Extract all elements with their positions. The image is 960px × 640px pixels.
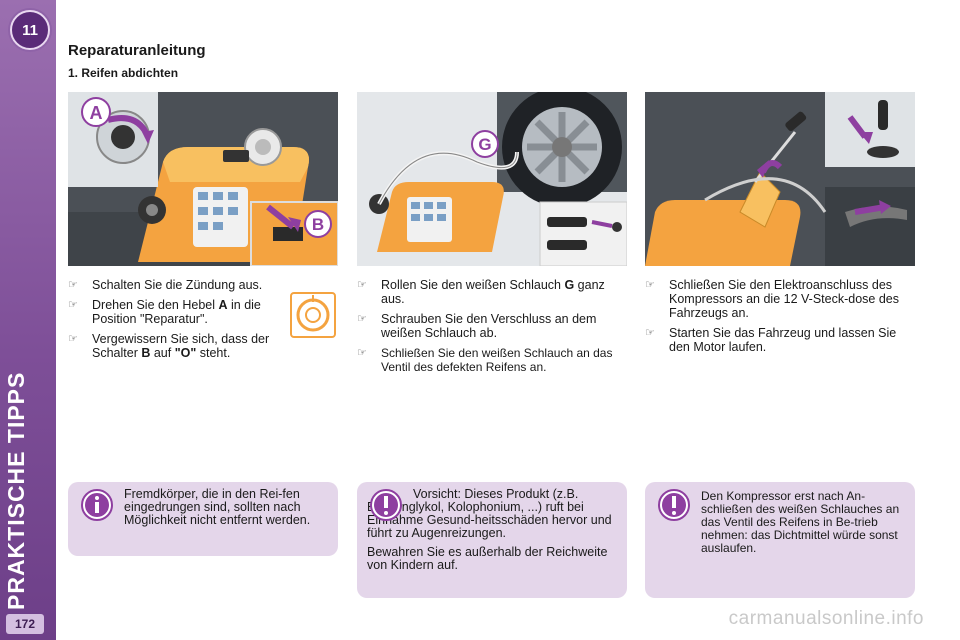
page-subtitle: 1. Reifen abdichten [68, 66, 179, 80]
warning-icon [657, 488, 691, 525]
step-item: ☞Rollen Sie den weißen Schlauch G ganz a… [357, 278, 605, 306]
hose-wheel-illustration-g: G [357, 92, 627, 266]
info-note: Fremdkörper, die in den Rei-fen eingedru… [68, 482, 338, 556]
warning-note-substance: Vorsicht: Dieses Produkt (z.B. Ethylengl… [357, 482, 627, 598]
warning-note-compressor: Den Kompressor erst nach An-schließen de… [645, 482, 915, 598]
pointing-hand-icon: ☞ [645, 327, 655, 339]
pointing-hand-icon: ☞ [68, 333, 78, 345]
pointing-hand-icon: ☞ [68, 279, 78, 291]
pointing-hand-icon: ☞ [357, 279, 367, 291]
watermark: carmanualsonline.info [728, 608, 924, 629]
step-item: ☞Vergewissern Sie sich, dass der Schalte… [68, 332, 270, 360]
page-number: 172 [6, 614, 44, 634]
steps-column-1: ☞Schalten Sie die Zündung aus. ☞Drehen S… [66, 278, 282, 366]
chapter-badge: 11 [10, 10, 50, 50]
sidebar: 11 PRAKTISCHE TIPPS 172 [0, 0, 56, 640]
callout-b: B [312, 215, 324, 234]
pointing-hand-icon: ☞ [645, 279, 655, 291]
steps-column-2: ☞Rollen Sie den weißen Schlauch G ganz a… [355, 278, 627, 380]
step-item: ☞Schließen Sie den weißen Schlauch an da… [357, 346, 613, 374]
section-title-text: PRAKTISCHE TIPPS [3, 371, 29, 610]
step-item: ☞Schließen Sie den Elektroanschluss des … [645, 278, 899, 320]
tire-repair-icon [290, 292, 336, 338]
pointing-hand-icon: ☞ [68, 299, 78, 311]
step-item: ☞Starten Sie das Fahrzeug und lassen Sie… [645, 326, 897, 354]
step-item: ☞Schrauben Sie den Verschluss an dem wei… [357, 312, 597, 340]
callout-a: A [90, 103, 103, 123]
pointing-hand-icon: ☞ [357, 313, 367, 325]
callout-g: G [478, 135, 491, 154]
pointing-hand-icon: ☞ [357, 347, 367, 359]
steps-column-3: ☞Schließen Sie den Elektroanschluss des … [643, 278, 915, 360]
page-title: Reparaturanleitung [68, 42, 206, 59]
compressor-illustration-a-b: A B [68, 92, 338, 266]
info-icon [80, 488, 114, 525]
warning-icon [369, 488, 403, 525]
step-item: ☞Schalten Sie die Zündung aus. [68, 278, 263, 292]
power-plug-illustration [645, 92, 915, 266]
step-item: ☞Drehen Sie den Hebel A in die Position … [68, 298, 261, 326]
